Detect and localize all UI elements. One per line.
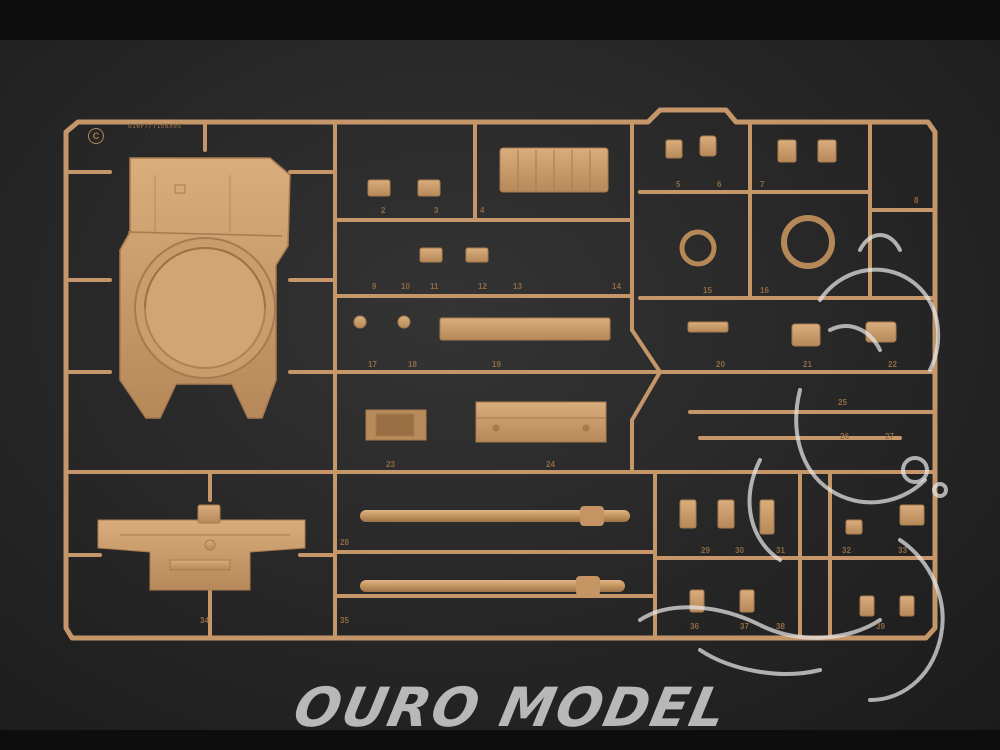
part-number: 2 [381, 206, 386, 215]
part-number: 38 [776, 622, 785, 631]
part-number: 16 [760, 286, 769, 295]
sprue-frame-code: G16F7/71E6X0S [128, 123, 182, 130]
part-number: 21 [803, 360, 812, 369]
part-number: 26 [840, 432, 849, 441]
part-number: 36 [690, 622, 699, 631]
part-number: 4 [480, 206, 485, 215]
part-number: 3 [434, 206, 439, 215]
part-number: 18 [408, 360, 417, 369]
part-number: 39 [876, 622, 885, 631]
part-number: 35 [340, 616, 349, 625]
part-number: 5 [676, 180, 681, 189]
part-number: 13 [513, 282, 522, 291]
part-number: 17 [368, 360, 377, 369]
sprue-runners [64, 120, 937, 640]
part-number: 37 [740, 622, 749, 631]
small-parts-right [679, 499, 925, 617]
part-number: 25 [838, 398, 847, 407]
part-number: 22 [888, 360, 897, 369]
part-number: 31 [776, 546, 785, 555]
part-number: 12 [478, 282, 487, 291]
part-number: 24 [546, 460, 555, 469]
part-number: 23 [386, 460, 395, 469]
part-number: 10 [401, 282, 410, 291]
turret-roof-part [119, 157, 291, 419]
gun-barrels [360, 506, 630, 596]
hull-detail-part [97, 504, 306, 591]
part-number: 28 [340, 538, 349, 547]
part-number: 19 [492, 360, 501, 369]
part-number: 34 [200, 616, 209, 625]
watermark-text: OURO MODEL [288, 676, 734, 739]
sprue-frame [63, 107, 938, 641]
middle-parts [365, 401, 607, 443]
small-parts-upper [353, 135, 897, 347]
part-number: 27 [885, 432, 894, 441]
part-number: 33 [898, 546, 907, 555]
part-number: 14 [612, 282, 621, 291]
part-number: 20 [716, 360, 725, 369]
part-number: 6 [717, 180, 722, 189]
part-number: 15 [703, 286, 712, 295]
watermark-figure [638, 233, 948, 702]
part-number: 7 [760, 180, 765, 189]
part-number: 30 [735, 546, 744, 555]
part-number: 11 [430, 282, 439, 291]
sprue-frame-letter: C [88, 128, 104, 144]
part-number: 9 [372, 282, 377, 291]
part-number: 8 [914, 196, 919, 205]
part-number: 29 [701, 546, 710, 555]
part-number: 32 [842, 546, 851, 555]
